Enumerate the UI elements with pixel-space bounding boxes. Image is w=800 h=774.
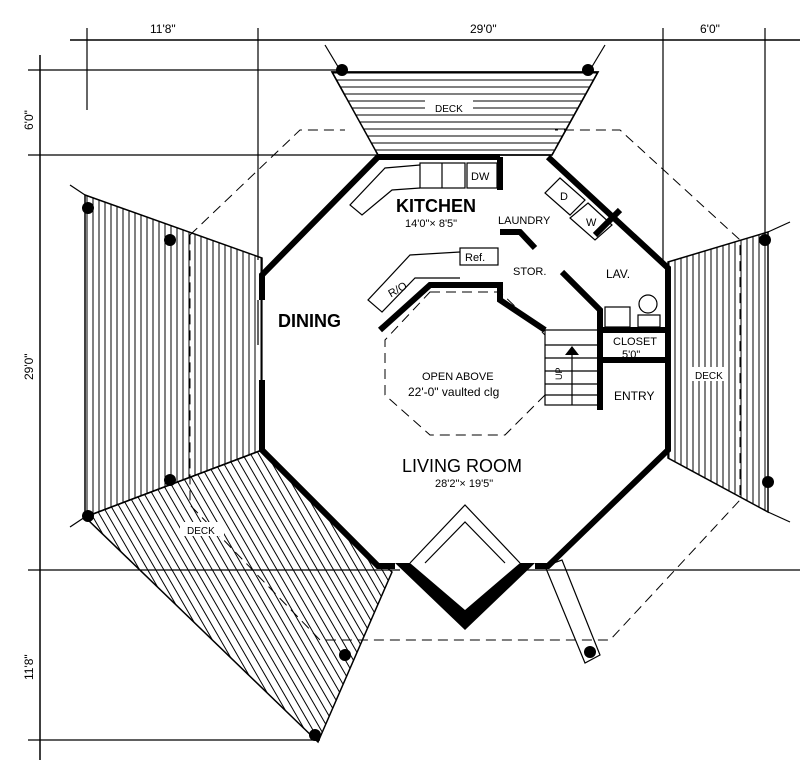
toilet	[638, 294, 658, 314]
living-room-label: LIVING ROOM	[402, 456, 522, 476]
lav-sink	[604, 306, 631, 328]
lav-label: LAV.	[606, 267, 630, 281]
dryer	[544, 177, 586, 216]
refrigerator	[459, 247, 499, 266]
open-above-outline	[384, 291, 546, 436]
deck-top-label: DECK	[435, 104, 463, 115]
dim-left-center: 29'0"	[22, 353, 36, 380]
kitchen-counter	[349, 164, 421, 216]
open-above-note: 22'-0" vaulted clg	[408, 385, 499, 399]
entry-label: ENTRY	[614, 389, 654, 403]
stairs-up-label: UP	[554, 367, 564, 380]
range-counter	[367, 251, 461, 313]
storage-label: STOR.	[513, 266, 546, 278]
open-above-label: OPEN ABOVE	[422, 371, 494, 383]
washer	[569, 202, 613, 241]
closet-size: 5'0"	[622, 349, 640, 361]
kitchen-label: KITCHEN	[396, 196, 476, 216]
deck-right-label: DECK	[695, 371, 723, 382]
deck-bottom-left-label: DECK	[187, 526, 215, 537]
dishwasher	[466, 162, 498, 189]
stairs[interactable]	[544, 329, 601, 406]
closet-label: CLOSET	[613, 336, 657, 348]
washer-label: W	[586, 217, 597, 229]
house-floor	[262, 157, 668, 566]
dishwasher-label: DW	[471, 171, 490, 183]
dryer-label: D	[560, 191, 568, 203]
exterior-walls	[259, 154, 671, 630]
dim-left-top: 6'0"	[22, 110, 36, 130]
dim-left-bottom: 11'8"	[22, 654, 36, 680]
deck-posts	[82, 64, 774, 741]
laundry-label: LAUNDRY	[498, 215, 551, 227]
kitchen-size: 14'0"× 8'5"	[405, 218, 457, 230]
dining-label: DINING	[278, 311, 341, 331]
refrigerator-label: Ref.	[465, 252, 485, 264]
dim-top-center: 29'0"	[470, 22, 497, 36]
dim-top-right: 6'0"	[700, 22, 720, 36]
living-room-size: 28'2"× 19'5"	[435, 478, 493, 490]
dim-top-left: 11'8"	[150, 22, 176, 36]
